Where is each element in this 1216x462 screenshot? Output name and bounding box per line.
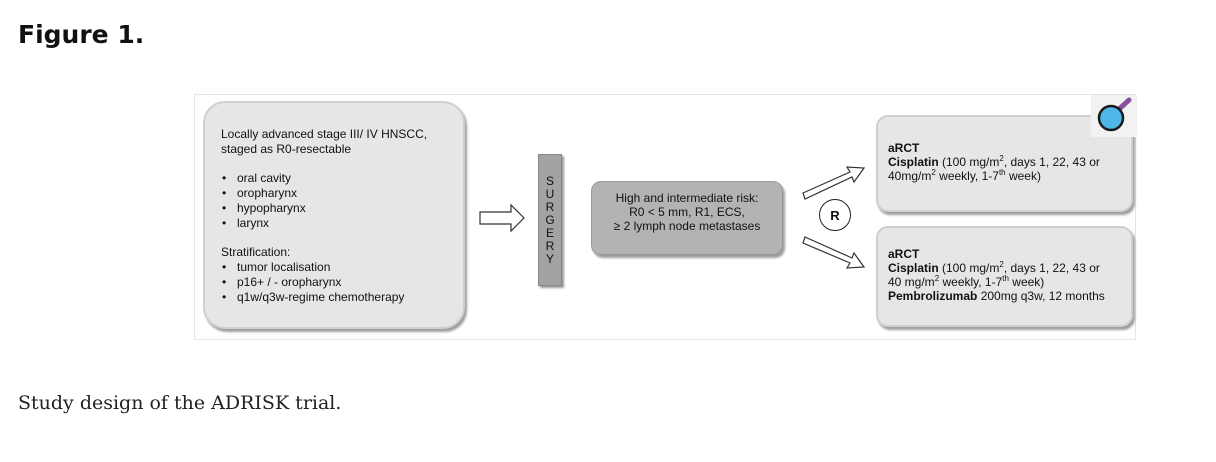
surgery-letter: R	[545, 199, 555, 214]
arrow-to-arm2	[802, 236, 866, 269]
risk-line2: R0 < 5 mm, R1, ECS,	[629, 205, 745, 219]
stratification-list: tumor localisation p16+ / - oropharynx q…	[221, 260, 449, 305]
randomization-circle: R	[819, 199, 851, 231]
study-design-diagram: Locally advanced stage III/ IV HNSCC, st…	[194, 94, 1137, 340]
inclusion-heading-line1: Locally advanced stage III/ IV HNSCC,	[221, 127, 428, 141]
list-item: hypopharynx	[221, 201, 449, 216]
arm1-title: aRCT	[888, 141, 920, 155]
inclusion-box: Locally advanced stage III/ IV HNSCC, st…	[203, 101, 465, 329]
magnifier-lens	[1097, 104, 1125, 132]
arm1-box: aRCT Cisplatin (100 mg/m2, days 1, 22, 4…	[876, 115, 1133, 212]
arm1-line1: Cisplatin (100 mg/m2, days 1, 22, 43 or	[888, 154, 1100, 170]
zoom-magnifier-icon[interactable]	[1091, 95, 1137, 137]
arm2-line2: 40 mg/m2 weekly, 1-7th week)	[888, 274, 1045, 290]
surgery-bar: S U R G E R Y	[538, 154, 562, 286]
arm2-title: aRCT	[888, 247, 920, 261]
figure-caption: Study design of the ADRISK trial.	[18, 392, 342, 414]
surgery-letter: S	[545, 173, 554, 188]
list-item: larynx	[221, 216, 449, 231]
risk-box: High and intermediate risk: R0 < 5 mm, R…	[591, 181, 783, 255]
arm2-line1: Cisplatin (100 mg/m2, days 1, 22, 43 or	[888, 260, 1100, 276]
surgery-letter: U	[545, 186, 555, 201]
list-item: oropharynx	[221, 186, 449, 201]
risk-line1: High and intermediate risk:	[615, 191, 759, 205]
arm2-box: aRCT Cisplatin (100 mg/m2, days 1, 22, 4…	[876, 226, 1133, 327]
arrow-to-arm1	[802, 166, 866, 200]
list-item: oral cavity	[221, 171, 449, 186]
flow-arrows	[479, 166, 866, 269]
arm2-line3: Pembrolizumab 200mg q3w, 12 months	[888, 289, 1105, 303]
surgery-letter: E	[545, 225, 554, 240]
figure-title: Figure 1.	[18, 20, 145, 49]
stratification-label: Stratification:	[221, 245, 291, 259]
surgery-letter: G	[545, 212, 555, 227]
arm1-line2: 40mg/m2 weekly, 1-7th week)	[888, 168, 1041, 184]
inclusion-heading-line2: staged as R0-resectable	[221, 142, 352, 156]
list-item: tumor localisation	[221, 260, 449, 275]
tumor-site-list: oral cavity oropharynx hypopharynx laryn…	[221, 171, 449, 231]
list-item: p16+ / - oropharynx	[221, 275, 449, 290]
list-item: q1w/q3w-regime chemotherapy	[221, 290, 449, 305]
arrow-to-surgery	[479, 203, 525, 233]
surgery-letter: R	[545, 238, 555, 253]
surgery-letter: Y	[545, 251, 554, 266]
risk-line3: ≥ 2 lymph node metastases	[613, 219, 761, 233]
